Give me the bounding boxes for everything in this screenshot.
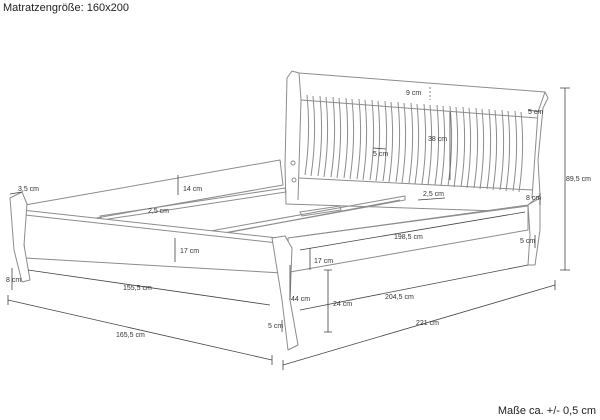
mattress-size-caption: Matratzengröße: 160x200 xyxy=(3,2,129,14)
dim-head-leg: 5 cm xyxy=(520,238,535,245)
dim-foot-leg-bottom: 5 cm xyxy=(268,323,283,330)
dim-head-rail-height: 8 cm xyxy=(526,195,541,202)
dim-inner-length-rail: 198,5 cm xyxy=(394,234,423,241)
dim-leg-height-left: 8 cm xyxy=(6,277,21,284)
dim-floor-to-rail: 24 cm xyxy=(333,301,352,308)
dim-post-top: 3,5 cm xyxy=(18,186,39,193)
dim-under-rail-clearance: 44 cm xyxy=(291,296,310,303)
dim-headboard-rail-small: 2,5 cm xyxy=(423,191,444,198)
dim-headboard-slat-height: 38 cm xyxy=(428,136,447,143)
tolerance-caption: Maße ca. +/- 0,5 cm xyxy=(497,405,596,417)
dim-foot-panel-height: 17 cm xyxy=(180,248,199,255)
dim-headboard-post-width: 5 cm xyxy=(528,109,543,116)
headboard-slats xyxy=(304,94,524,193)
dim-total-height: 89,5 cm xyxy=(566,176,591,183)
dim-inner-length-floor: 204,5 cm xyxy=(385,294,414,301)
dim-outer-width: 165,5 cm xyxy=(116,332,145,339)
dim-side-rail-lower: 17 cm xyxy=(314,258,333,265)
dim-side-rail-height: 14 cm xyxy=(183,186,202,193)
dim-outer-length: 221 cm xyxy=(416,320,439,327)
headboard xyxy=(277,70,549,266)
dim-inner-width: 155,5 cm xyxy=(123,285,152,292)
dimension-labels: 3,5 cm 14 cm 2,5 cm 17 cm 8 cm 155,5 cm … xyxy=(6,90,591,339)
dim-headboard-slat-spacing: 5 cm xyxy=(373,151,388,158)
dim-headboard-top-rail: 9 cm xyxy=(406,90,421,97)
dimension-lines xyxy=(7,87,570,370)
dim-slat-support: 2,5 cm xyxy=(148,208,169,215)
